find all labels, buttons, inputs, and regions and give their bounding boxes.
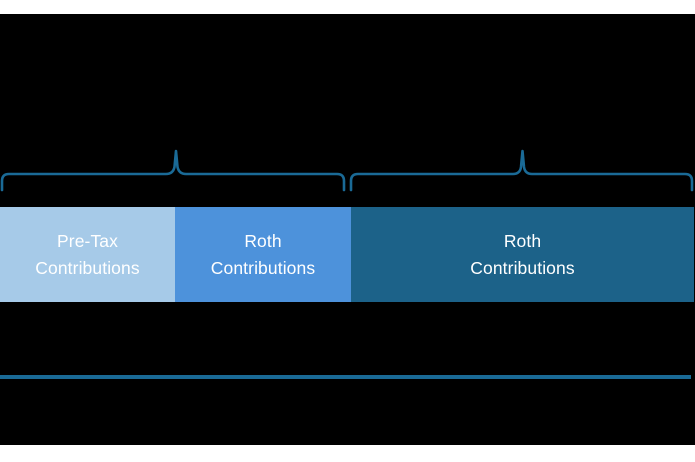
segment-label-line2: Contributions bbox=[35, 257, 140, 278]
contribution-bar: Pre-Tax Contributions Roth Contributions… bbox=[0, 207, 695, 302]
baseline-rule bbox=[0, 375, 691, 379]
bar-segment-pre-tax-contributions[interactable]: Pre-Tax Contributions bbox=[0, 207, 175, 302]
segment-label-line1: Roth bbox=[503, 230, 542, 251]
segment-label-line1: Roth bbox=[244, 230, 282, 251]
bar-segment-roth-contributions-employee[interactable]: Roth Contributions bbox=[175, 207, 351, 302]
segment-label-line2: Contributions bbox=[470, 257, 575, 278]
segment-label-line1: Pre-Tax bbox=[57, 230, 118, 251]
segment-label-line2: Contributions bbox=[210, 257, 316, 278]
left-brace-icon bbox=[0, 149, 346, 192]
right-brace-icon bbox=[349, 149, 694, 192]
brace-group bbox=[0, 149, 694, 192]
bar-segment-roth-contributions-employer[interactable]: Roth Contributions bbox=[351, 207, 694, 302]
